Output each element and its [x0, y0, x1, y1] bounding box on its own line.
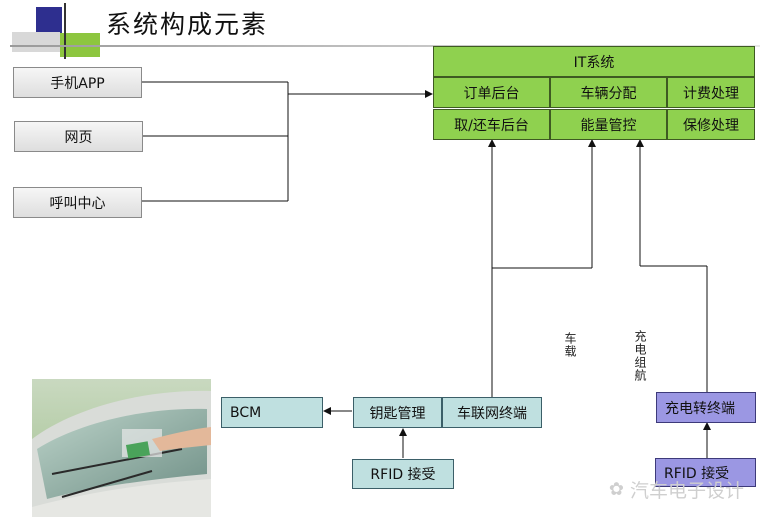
page-title: 系统构成元素: [106, 10, 269, 39]
wechat-icon: ✿: [608, 479, 624, 500]
channel-mobile-app: 手机APP: [13, 67, 142, 98]
it-system-header: IT系统: [433, 46, 755, 77]
header-decoration: [0, 0, 760, 60]
channel-web: 网页: [14, 121, 143, 152]
key-management-box: 钥匙管理: [353, 397, 442, 428]
it-billing: 计费处理: [667, 77, 755, 108]
label-charging-nav: 充电组航: [633, 330, 647, 382]
watermark: ✿ 汽车电子设计: [609, 476, 744, 503]
it-order-backend: 订单后台: [433, 77, 550, 108]
it-warranty: 保修处理: [667, 109, 755, 140]
it-vehicle-allocation: 车辆分配: [550, 77, 667, 108]
it-pickup-return-backend: 取/还车后台: [433, 109, 550, 140]
bcm-box: BCM: [221, 397, 323, 428]
telematics-terminal-box: 车联网终端: [442, 397, 542, 428]
charging-terminal-box: 充电转终端: [656, 392, 756, 423]
it-energy-control: 能量管控: [550, 109, 667, 140]
rfid-receiver-charging: RFID 接受: [655, 458, 756, 487]
car-windshield-photo: [32, 379, 211, 517]
watermark-text: 汽车电子设计: [629, 480, 744, 502]
label-vehicle: 车载: [563, 332, 577, 358]
rfid-receiver-vehicle: RFID 接受: [352, 459, 454, 489]
channel-call-center: 呼叫中心: [13, 187, 142, 218]
